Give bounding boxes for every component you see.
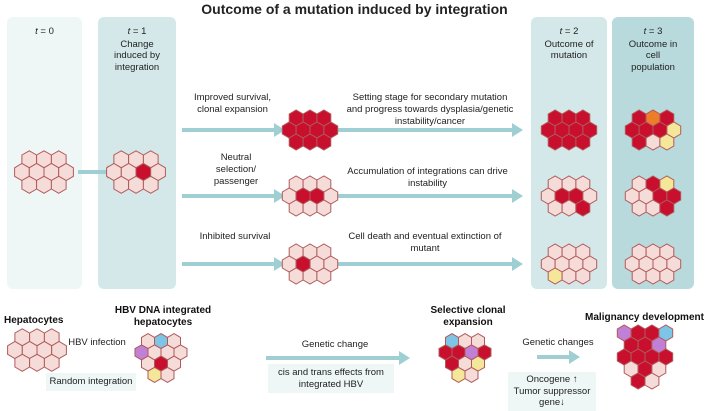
hepatocyte-cell	[547, 267, 563, 285]
oncogene-label: Oncogene ↑	[526, 374, 578, 385]
hbv-infection-label: HBV infection	[68, 337, 126, 348]
hepatocyte-cell	[302, 267, 318, 285]
row3-right-caption: Cell death and eventual extinction of mu…	[348, 231, 502, 254]
cluster-row2-t2	[540, 175, 598, 217]
row3-left-caption: Inhibited survival	[199, 231, 271, 242]
hepatocyte-cell	[631, 267, 647, 285]
hbv-integrated-label: HBV DNA integrated hepatocytes	[114, 305, 212, 328]
hepatocyte-cell	[644, 372, 660, 390]
arrow-genetic-change	[266, 351, 410, 365]
malignancy-label: Malignancy development	[585, 312, 704, 323]
hepatocyte-cell	[645, 267, 661, 285]
panel-t3	[612, 17, 694, 289]
cluster-row3-mid	[281, 243, 339, 285]
hepatocyte-cell	[288, 133, 304, 151]
arrows	[78, 123, 580, 365]
hepatocyte-cell	[631, 133, 647, 151]
hepatocyte-cell	[302, 199, 318, 217]
hepatocyte-cell	[451, 366, 466, 383]
cluster-row1-t3	[624, 109, 682, 151]
timepoint-2: t = 2 Outcome of mutation	[544, 26, 594, 61]
hepatocyte-cell	[561, 267, 577, 285]
hepatocyte-cell	[575, 133, 591, 151]
hepatocyte-cell	[288, 199, 304, 217]
hepatocyte-cell	[659, 133, 675, 151]
hepatocyte-cell	[113, 175, 130, 194]
hepatocyte-cell	[43, 353, 60, 372]
cluster-row1-t2	[540, 109, 598, 151]
hepatocyte-cell	[547, 133, 563, 151]
hepatocyte-cell	[147, 366, 162, 383]
panel-t2	[531, 17, 607, 289]
hepatocyte-cell	[316, 199, 332, 217]
hepatocyte-cell	[575, 199, 591, 217]
genetic-change-label: Genetic change	[301, 339, 369, 350]
hepatocyte-cell	[547, 199, 563, 217]
hepatocytes-label: Hepatocytes	[4, 315, 64, 326]
genetic-changes-label: Genetic changes	[522, 337, 594, 348]
cluster-malignancy	[616, 324, 674, 390]
hepatocyte-cell	[21, 175, 38, 194]
cluster-hepatocytes	[7, 328, 67, 372]
hepatocyte-cell	[659, 199, 675, 217]
hepatocyte-cell	[561, 199, 577, 217]
cluster-row1-mid	[281, 109, 339, 151]
row1-right-caption: Setting stage for secondary mutation and…	[346, 92, 514, 127]
cluster-hbv-integrated	[134, 333, 188, 383]
hepatocyte-cell	[288, 267, 304, 285]
hepatocyte-cell	[659, 267, 675, 285]
hepatocyte-cell	[128, 175, 144, 194]
hepatocyte-cell	[36, 175, 52, 194]
hepatocyte-cell	[630, 372, 646, 390]
cluster-row2-t3	[624, 175, 682, 217]
cell-clusters	[7, 109, 682, 390]
cluster-t1	[106, 150, 166, 194]
oncogene-box: Oncogene ↑ Tumor suppressor gene↓	[508, 372, 596, 411]
arrow-row2-left	[182, 189, 285, 203]
cis-trans-box: cis and trans effects from integrated HB…	[268, 364, 394, 393]
cluster-row3-t2	[540, 243, 598, 285]
hepatocyte-cell	[316, 133, 332, 151]
cluster-row2-mid	[281, 175, 339, 217]
hepatocyte-cell	[631, 199, 647, 217]
arrow-row3-right	[338, 257, 523, 271]
hepatocyte-cell	[575, 267, 591, 285]
hepatocyte-cell	[302, 133, 318, 151]
timepoint-1: t = 1 Change induced by integration	[114, 26, 160, 73]
timepoint-0: t = 0	[35, 26, 54, 37]
cluster-row3-t3	[624, 243, 682, 285]
row1-left-caption: Improved survival, clonal expansion	[193, 92, 272, 115]
hepatocyte-cell	[29, 353, 45, 372]
hepatocyte-cell	[645, 133, 661, 151]
selective-expansion-label: Selective clonal expansion	[430, 305, 506, 328]
arrow-row1-right	[338, 123, 523, 137]
row2-left-caption: Neutral selection/ passenger	[213, 152, 259, 187]
arrow-row1-left	[182, 123, 285, 137]
arrow-row3-left	[182, 257, 285, 271]
cluster-selective-expansion	[438, 333, 492, 383]
row2-right-caption: Accumulation of integrations can drive i…	[347, 166, 508, 189]
timepoint-3: t = 3 Outcome in cell population	[628, 26, 678, 73]
hepatocyte-cell	[50, 175, 67, 194]
hepatocyte-cell	[142, 175, 159, 194]
hepatocyte-cell	[464, 366, 479, 383]
diagram-title: Outcome of a mutation induced by integra…	[201, 1, 508, 17]
hepatocyte-cell	[160, 366, 175, 383]
hepatocyte-cell	[316, 267, 332, 285]
arrow-row2-right	[338, 189, 523, 203]
hepatocyte-cell	[561, 133, 577, 151]
hepatocyte-cell	[14, 353, 31, 372]
random-integration-box: Random integration	[46, 373, 136, 391]
cluster-t0	[14, 150, 74, 194]
tumor-suppressor-label: Tumor suppressor gene↓	[513, 385, 591, 409]
hepatocyte-cell	[645, 199, 661, 217]
arrow-genetic-changes	[537, 350, 580, 364]
